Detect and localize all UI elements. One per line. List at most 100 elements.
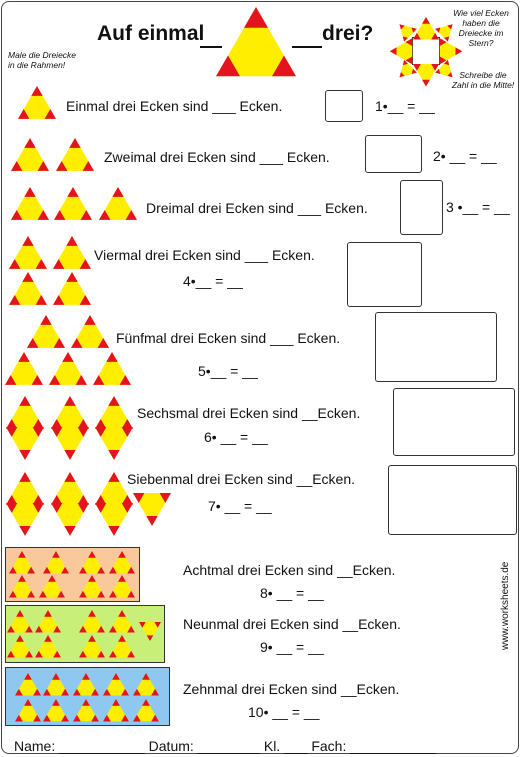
triangle-icon: [43, 698, 69, 722]
row-1-text: Einmal drei Ecken sind ___ Ecken.: [66, 98, 283, 114]
note-right-top: Wie viel Ecken haben die Dreiecke im Ste…: [443, 8, 519, 48]
triangle-icon: [5, 351, 43, 385]
triangle-icon: [9, 574, 35, 598]
star-center-box[interactable]: [412, 37, 440, 65]
triangle-icon: [11, 137, 49, 171]
triangle-icon: [109, 609, 135, 633]
title-blank-right: [292, 46, 322, 48]
note-left-line: in die Rahmen!: [8, 60, 66, 70]
row-6-equation: 6• __ = __: [204, 429, 268, 445]
triangle-icon: [133, 492, 171, 526]
triangle-icon: [389, 37, 413, 64]
triangle-icon: [95, 426, 133, 460]
triangle-icon: [7, 634, 33, 658]
triangle-icon: [109, 550, 135, 574]
answer-box-6[interactable]: [393, 388, 515, 456]
triangle-icon: [435, 60, 453, 78]
row-1-equation: 1•__ = __: [375, 98, 435, 114]
triangle-icon: [7, 609, 33, 633]
triangle-icon: [109, 574, 135, 598]
triangle-icon: [99, 186, 137, 220]
note-left: Male die Dreiecke in die Rahmen!: [8, 50, 76, 70]
triangle-icon: [49, 351, 87, 385]
triangle-icon: [15, 698, 41, 722]
row-8-equation: 8• __ = __: [260, 585, 324, 601]
row-3-equation: 3 •__ = __: [446, 199, 510, 215]
row-4-equation: 4•__ = __: [183, 273, 243, 289]
triangle-icon: [79, 550, 105, 574]
row-6-text: Sechsmal drei Ecken sind __Ecken.: [137, 405, 361, 421]
footer-fields[interactable]: Name: ___________ Datum: ________ Kl. __…: [14, 738, 436, 754]
note-right-bottom-line: Zahl in die Mitte!: [451, 80, 515, 90]
triangle-icon: [9, 271, 47, 305]
triangle-icon: [6, 471, 44, 505]
triangle-icon: [133, 672, 159, 696]
triangle-icon: [51, 471, 89, 505]
row-7-equation: 7• __ = __: [208, 498, 272, 514]
triangle-icon: [51, 395, 89, 429]
triangle-icon: [439, 37, 463, 64]
triangle-icon: [139, 622, 161, 642]
triangle-icon: [51, 426, 89, 460]
triangle-icon: [56, 137, 94, 171]
answer-box-1[interactable]: [325, 90, 363, 122]
row-2-equation: 2• __ = __: [433, 148, 497, 164]
row-4-text: Viermal drei Ecken sind ___ Ecken.: [94, 247, 315, 263]
triangle-icon: [413, 63, 439, 87]
row-7-text: Siebenmal drei Ecken sind __Ecken.: [127, 471, 356, 487]
row-9-text: Neunmal drei Ecken sind __Ecken.: [183, 616, 401, 632]
triangle-icon: [73, 672, 99, 696]
triangle-icon: [103, 672, 129, 696]
triangle-icon: [6, 426, 44, 460]
row-10-text: Zehnmal drei Ecken sind __Ecken.: [183, 681, 400, 697]
triangle-icon: [54, 186, 92, 220]
note-right-top-line: Stern?: [468, 38, 494, 48]
triangle-icon: [399, 24, 417, 42]
row-5-equation: 5•__ = __: [198, 363, 258, 379]
triangle-icon: [109, 634, 135, 658]
site-credit: www.worksheets.de: [500, 561, 511, 650]
triangle-icon: [79, 574, 105, 598]
row-5-text: Fünfmal drei Ecken sind ___ Ecken.: [116, 330, 341, 346]
answer-box-5[interactable]: [375, 312, 497, 382]
triangle-icon: [71, 314, 109, 348]
triangle-icon: [95, 471, 133, 505]
triangle-icon: [9, 550, 35, 574]
triangle-icon: [435, 24, 453, 42]
triangle-icon: [43, 672, 69, 696]
triangle-icon: [35, 609, 61, 633]
triangle-icon: [399, 60, 417, 78]
triangle-icon: [133, 698, 159, 722]
note-right-bottom: Schreibe die Zahl in die Mitte!: [446, 70, 520, 90]
triangle-icon: [51, 502, 89, 536]
triangle-icon: [11, 186, 49, 220]
answer-box-4[interactable]: [347, 242, 422, 307]
triangle-icon: [53, 235, 91, 269]
title-blank-left: [200, 46, 222, 48]
triangle-icon: [79, 634, 105, 658]
note-right-top-line: Wie viel Ecken: [453, 8, 509, 18]
triangle-icon: [15, 672, 41, 696]
answer-box-2[interactable]: [365, 135, 422, 173]
triangle-icon: [6, 502, 44, 536]
answer-box-3[interactable]: [400, 180, 443, 235]
answer-box-7[interactable]: [388, 465, 517, 535]
triangle-icon: [9, 235, 47, 269]
triangle-icon: [73, 698, 99, 722]
triangle-icon: [216, 7, 296, 77]
row-10-equation: 10• __ = __: [248, 704, 320, 720]
note-left-line: Male die Dreiecke: [8, 50, 77, 60]
triangle-icon: [53, 271, 91, 305]
row-2-text: Zweimal drei Ecken sind ___ Ecken.: [104, 149, 330, 165]
triangle-icon: [6, 395, 44, 429]
note-right-top-line: haben die: [462, 18, 500, 28]
triangle-icon: [18, 85, 56, 119]
triangle-icon: [79, 609, 105, 633]
triangle-icon: [95, 395, 133, 429]
triangle-icon: [413, 16, 439, 40]
note-right-bottom-line: Schreibe die: [459, 70, 507, 80]
triangle-icon: [95, 502, 133, 536]
triangle-icon: [35, 634, 61, 658]
